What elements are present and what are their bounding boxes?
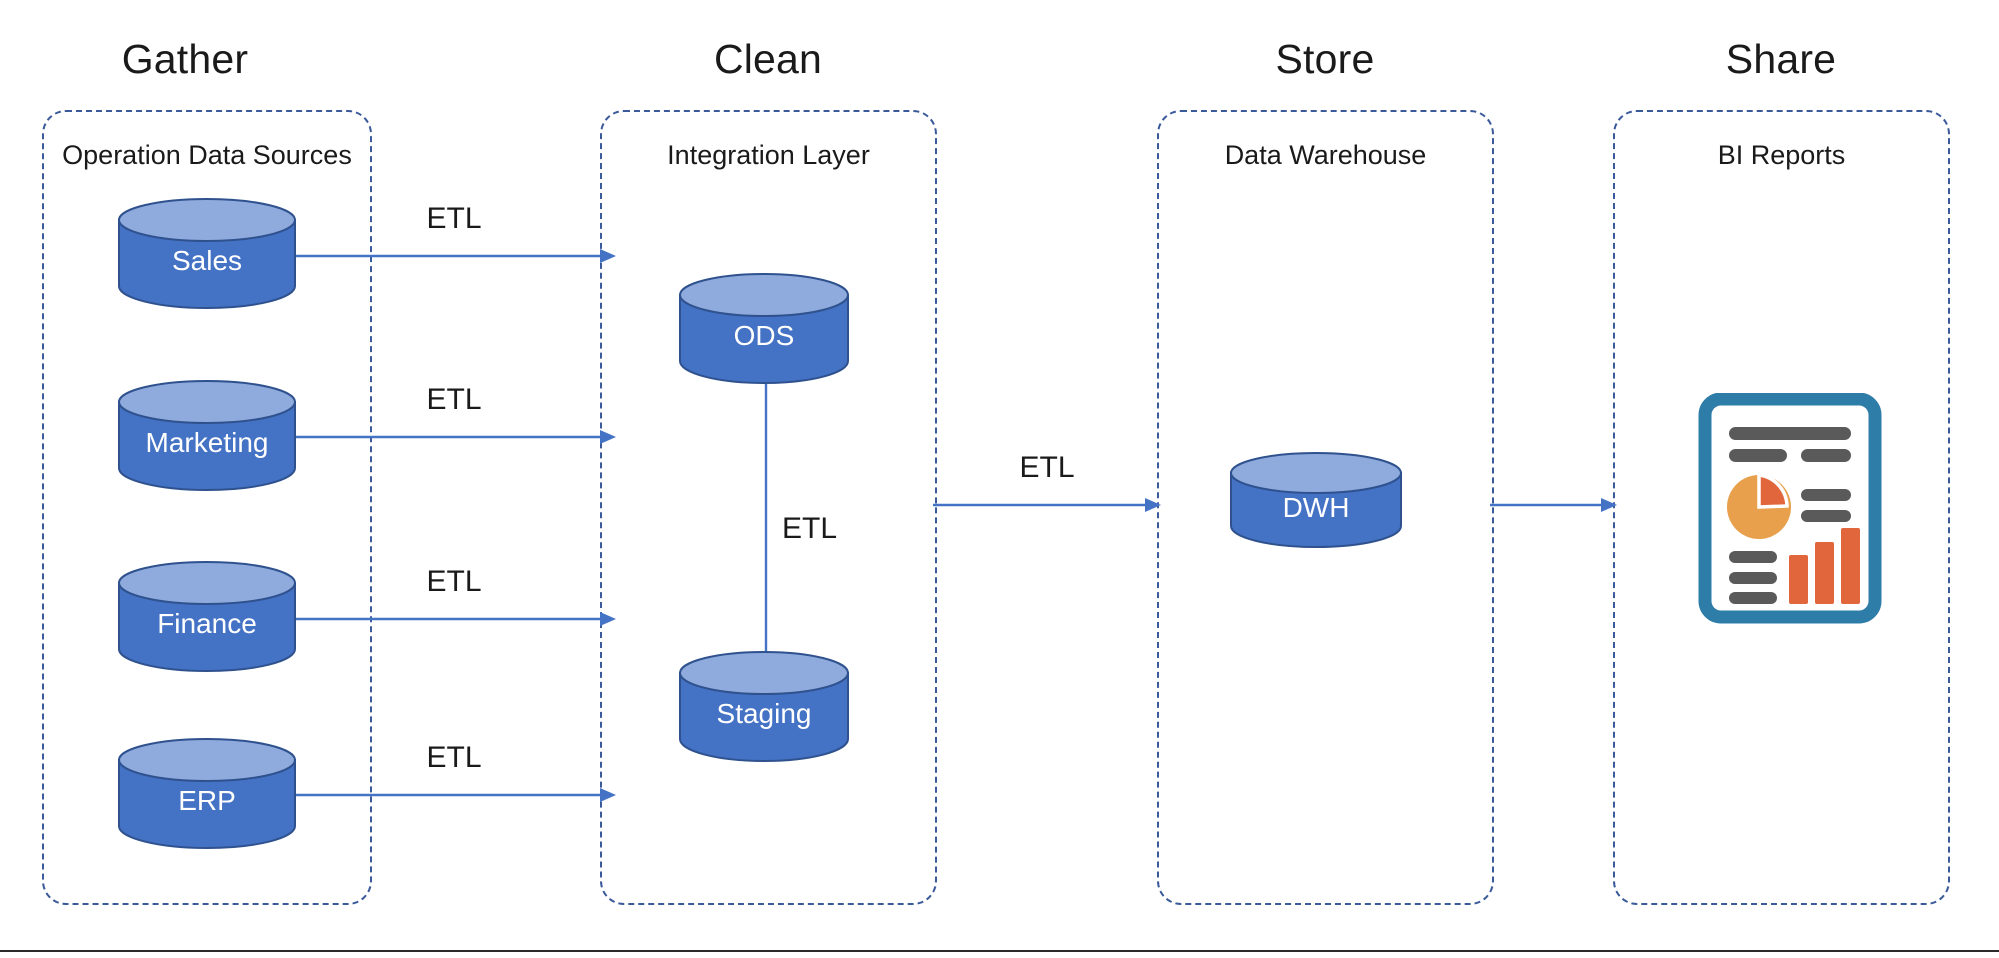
stage-title-store: Store	[1275, 36, 1375, 82]
connector-store-to-share	[1490, 495, 1617, 515]
connector-label-sales-to-clean: ETL	[426, 202, 482, 235]
connector-label-finance-to-clean: ETL	[426, 565, 482, 598]
node-erp[interactable]: ERP	[118, 738, 296, 849]
stage-title-clean: Clean	[713, 36, 823, 82]
zone-label-operation-data-sources: Operation Data Sources	[62, 140, 352, 170]
node-staging[interactable]: Staging	[679, 651, 849, 762]
connector-label-ods-to-staging: ETL	[782, 512, 838, 545]
stage-title-share: Share	[1725, 36, 1837, 82]
connector-label-erp-to-clean: ETL	[426, 741, 482, 774]
node-ods[interactable]: ODS	[679, 273, 849, 384]
node-marketing[interactable]: Marketing	[118, 380, 296, 491]
bi-report-icon[interactable]	[1697, 393, 1883, 625]
connector-label-marketing-to-clean: ETL	[426, 383, 482, 416]
zone-label-integration-layer: Integration Layer	[667, 140, 870, 170]
zone-label-bi-reports: BI Reports	[1717, 140, 1846, 170]
zone-integration-layer[interactable]: Integration Layer	[600, 110, 937, 905]
zone-operation-data-sources[interactable]: Operation Data Sources	[42, 110, 372, 905]
zone-label-data-warehouse: Data Warehouse	[1224, 140, 1427, 170]
connector-label-clean-to-store: ETL	[1019, 451, 1075, 484]
node-finance[interactable]: Finance	[118, 561, 296, 672]
node-dwh[interactable]: DWH	[1230, 452, 1402, 548]
stage-title-gather: Gather	[121, 36, 249, 82]
bottom-divider	[0, 950, 1999, 952]
node-sales[interactable]: Sales	[118, 198, 296, 309]
connector-clean-to-store	[933, 495, 1161, 515]
